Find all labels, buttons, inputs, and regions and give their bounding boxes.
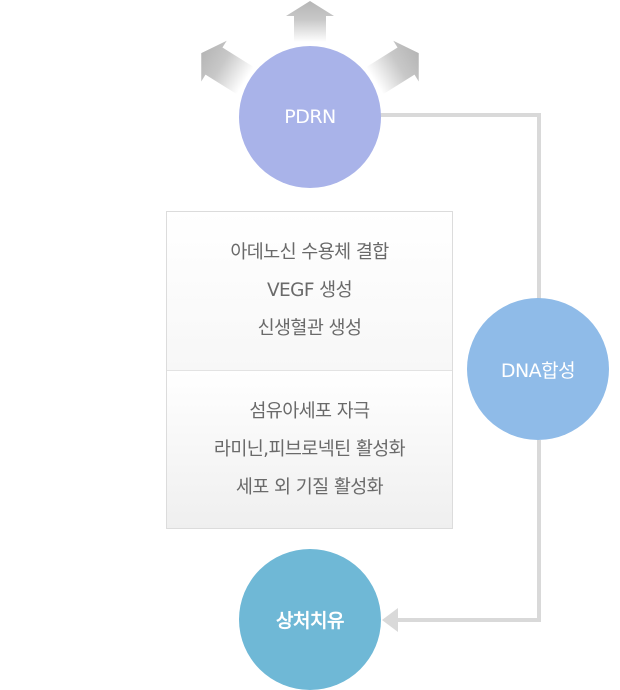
effect-line: VEGF 생성 xyxy=(266,280,353,301)
effect-line: 아데노신 수용체 결합 xyxy=(230,242,389,263)
arrow-up-left-icon xyxy=(201,40,254,95)
effect-line: 라미닌,피브로넥틴 활성화 xyxy=(213,438,406,460)
node-pdrn: PDRN xyxy=(239,46,381,188)
connector-dna-to-healing xyxy=(396,440,541,622)
effect-line: 세포 외 기질 활성화 xyxy=(235,476,384,498)
connector-pdrn-to-dna xyxy=(380,113,541,300)
effects-section-angiogenesis: 아데노신 수용체 결합 VEGF 생성 신생혈관 생성 xyxy=(167,212,452,371)
node-dna-synthesis: DNA합성 xyxy=(467,298,609,440)
node-pdrn-label: PDRN xyxy=(284,106,336,128)
effect-line: 섬유아세포 자극 xyxy=(249,400,370,422)
arrow-up-icon xyxy=(286,1,334,42)
arrow-up-right-icon xyxy=(366,40,419,95)
arrowhead-left-icon xyxy=(382,608,398,632)
effects-box: 아데노신 수용체 결합 VEGF 생성 신생혈관 생성 섬유아세포 자극 라미닌… xyxy=(166,211,453,529)
node-wound-healing-label: 상처치유 xyxy=(276,610,344,632)
effect-line: 신생혈관 생성 xyxy=(257,318,362,339)
node-dna-synthesis-label: DNA합성 xyxy=(500,359,576,382)
effects-section-matrix: 섬유아세포 자극 라미닌,피브로넥틴 활성화 세포 외 기질 활성화 xyxy=(167,371,452,528)
node-wound-healing: 상처치유 xyxy=(239,549,381,690)
